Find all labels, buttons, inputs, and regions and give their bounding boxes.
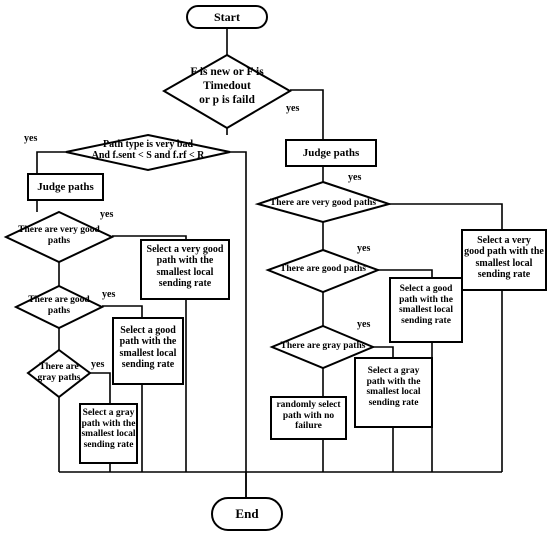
end-label: End: [235, 506, 259, 521]
connector-main-to-judge-right: [290, 89, 324, 140]
process-judge-right: [285, 139, 377, 167]
decision-left-gray: [26, 348, 92, 399]
left-good-yes-label: yes: [102, 289, 116, 300]
decision-left-very-good: [3, 210, 115, 264]
connector-left-vg-yes: [112, 235, 187, 240]
left-gray-yes-label: yes: [91, 359, 105, 370]
right-very-good-yes-label: yes: [348, 172, 362, 183]
process-right-select-gray-label: Select a gray path with the smallest loc…: [366, 366, 421, 409]
start-terminal: [186, 5, 268, 29]
process-random-select-label: randomly select path with no failure: [276, 400, 341, 432]
connector-right-good-yes: [378, 269, 433, 278]
process-right-select-very-good-label: Select a very good path with the smalles…: [464, 235, 544, 280]
decision-right-very-good: [254, 180, 393, 224]
decision-right-very-good-label: There are very good paths: [269, 198, 377, 208]
decision-left-good: [13, 284, 105, 330]
process-judge-right-label: Judge paths: [302, 147, 360, 159]
decision-path-type-label: Path type is very bad And f.sent < S and…: [91, 139, 205, 162]
decision-right-good-label: There are good paths: [280, 264, 366, 274]
process-random-select: [270, 396, 347, 440]
process-right-select-good-label: Select a good path with the smallest loc…: [398, 284, 454, 327]
connector-right-vg-yes: [389, 203, 503, 230]
decision-left-gray-label: There are gray paths: [37, 362, 81, 383]
process-left-select-gray-label: Select a gray path with the smallest loc…: [81, 408, 136, 451]
right-good-yes-label: yes: [357, 243, 371, 254]
decision-left-very-good-label: There are very good paths: [18, 225, 100, 246]
process-left-select-gray: [79, 403, 138, 464]
path-type-yes-label: yes: [24, 133, 38, 144]
process-left-select-very-good: [140, 239, 230, 300]
process-left-select-very-good-label: Select a very good path with the smalles…: [146, 244, 224, 289]
decision-right-gray: [269, 324, 376, 370]
process-right-select-good: [389, 277, 463, 343]
process-right-select-gray: [354, 357, 433, 428]
start-label: Start: [214, 10, 240, 24]
process-judge-left: [27, 173, 104, 201]
connector-right-gray-yes: [373, 346, 394, 358]
right-gray-yes-label: yes: [357, 319, 371, 330]
connector-left-gray-yes: [89, 372, 111, 404]
process-right-select-very-good: [461, 229, 547, 291]
decision-right-good: [265, 248, 381, 294]
decision-right-gray-label: There are gray paths: [280, 341, 366, 351]
decision-left-good-label: There are good paths: [28, 295, 90, 316]
connector-path-type-no-to-end: [230, 151, 247, 498]
process-left-select-good-label: Select a good path with the smallest loc…: [119, 325, 177, 370]
main-yes-label: yes: [286, 103, 300, 114]
end-terminal: [211, 497, 283, 531]
connector-left-good-yes: [102, 305, 143, 318]
process-judge-left-label: Judge paths: [37, 181, 94, 193]
connector-path-type-to-judge-left: [36, 151, 66, 174]
process-left-select-good: [112, 317, 184, 385]
decision-path-type: [65, 133, 231, 172]
decision-main-label: F is new or F is Timedout or p is faild: [190, 66, 264, 106]
connectors: [36, 28, 503, 498]
left-very-good-yes-label: yes: [100, 209, 114, 220]
decision-main: [162, 53, 292, 130]
